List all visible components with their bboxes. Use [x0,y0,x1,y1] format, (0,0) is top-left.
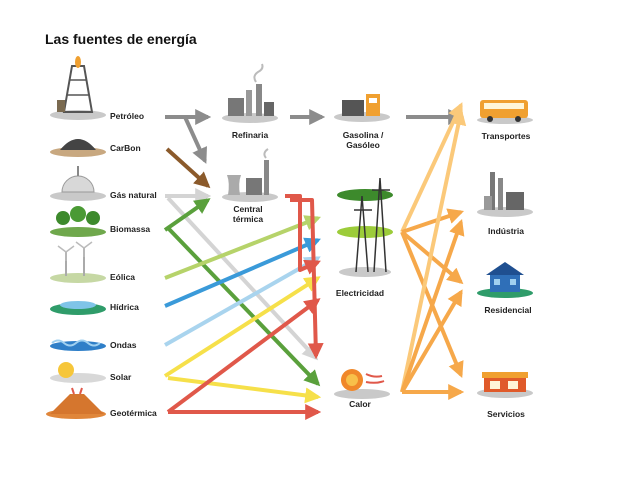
label-hidrica: Hídrica [110,302,139,312]
label-transportes: Transportes [482,131,531,141]
flow-arrows [163,102,467,420]
arrow-biomassa-calor [166,226,321,387]
label-eolica: Eólica [110,272,135,282]
label-gasolina: Gasolina / [343,130,384,140]
flame-icon [334,369,390,399]
label-gas-natural: Gás natural [110,190,157,200]
page-title: Las fuentes de energía [45,31,197,47]
label-calor: Calor [349,399,371,409]
label-residencial: Residencial [484,305,531,315]
bus-icon [477,100,533,124]
arrow-central-calor [290,198,324,360]
label-solar: Solar [110,372,132,382]
label-geotermica: Geotérmica [110,408,157,418]
label-industria: Indústria [488,226,524,236]
arrow-petroleo-central [165,115,207,164]
label-gasoleo: Gasóleo [346,140,380,150]
arrow-ondas-electricidad [164,256,321,347]
arrow-calor-transportes [400,108,467,393]
sun-icon [50,362,106,383]
source-labels: Petróleo CarBon Gás natural Biomassa Eól… [110,111,157,418]
volcano-icon [46,387,106,419]
arrow-gas-calor [166,196,319,361]
label-central: Central [233,204,262,214]
coal-pile-icon [50,139,106,157]
arrow-solar-calor [167,376,322,404]
house-icon [477,262,533,298]
factory-icon [477,172,533,217]
water-dam-icon [50,301,106,315]
fuel-pump-icon [334,94,390,122]
label-ondas: Ondas [110,340,137,350]
arrow-eolica-electricidad [164,215,321,280]
arrow-hidrica-electricidad [164,237,321,308]
waves-icon [50,339,106,351]
oil-derrick-icon [50,56,106,120]
label-carbon: CarBon [110,143,141,153]
label-petroleo: Petróleo [110,111,144,121]
arrow-solar-electricidad [163,276,321,378]
trees-icon [50,206,106,237]
arrow-calor-industria [400,218,465,393]
shop-icon [477,372,533,398]
wind-turbine-icon [50,241,106,283]
arrow-electricidad-industria [401,208,465,234]
power-plant-icon [222,148,278,202]
arrow-carbon-central [165,147,211,189]
arrow-biomassa-central [163,198,211,232]
label-biomassa: Biomassa [110,224,150,234]
arrow-geotermica-electricidad [166,298,321,414]
refinery-icon [222,63,278,123]
gas-tank-icon [50,166,106,201]
arrow-central-electricidad [285,194,321,275]
label-servicios: Servicios [487,409,525,419]
power-tower-icon [337,177,393,277]
label-refinaria: Refinaria [232,130,269,140]
arrow-calor-residencial [400,289,463,394]
label-termica: térmica [233,214,264,224]
label-electricidad: Electricidad [336,288,384,298]
